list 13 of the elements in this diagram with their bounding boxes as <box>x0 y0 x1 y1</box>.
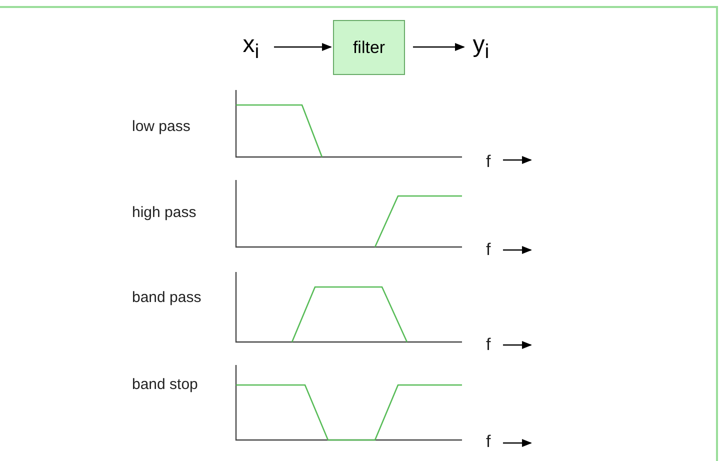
axis-label: f <box>486 335 491 355</box>
plot-label: high pass <box>132 204 196 221</box>
process-box: filter <box>333 20 405 75</box>
arrow <box>274 43 332 51</box>
axis-label: f <box>486 240 491 260</box>
plot-label: band pass <box>132 289 202 306</box>
axis-label: f <box>486 152 491 172</box>
variable-label: y$_{i}$ <box>466 28 496 66</box>
variable-label: x$_{i}$ <box>236 28 266 66</box>
plot-label: low pass <box>132 118 190 135</box>
plot-label: band stop <box>132 376 198 393</box>
arrow <box>413 43 465 51</box>
axis-label: f <box>486 432 491 452</box>
